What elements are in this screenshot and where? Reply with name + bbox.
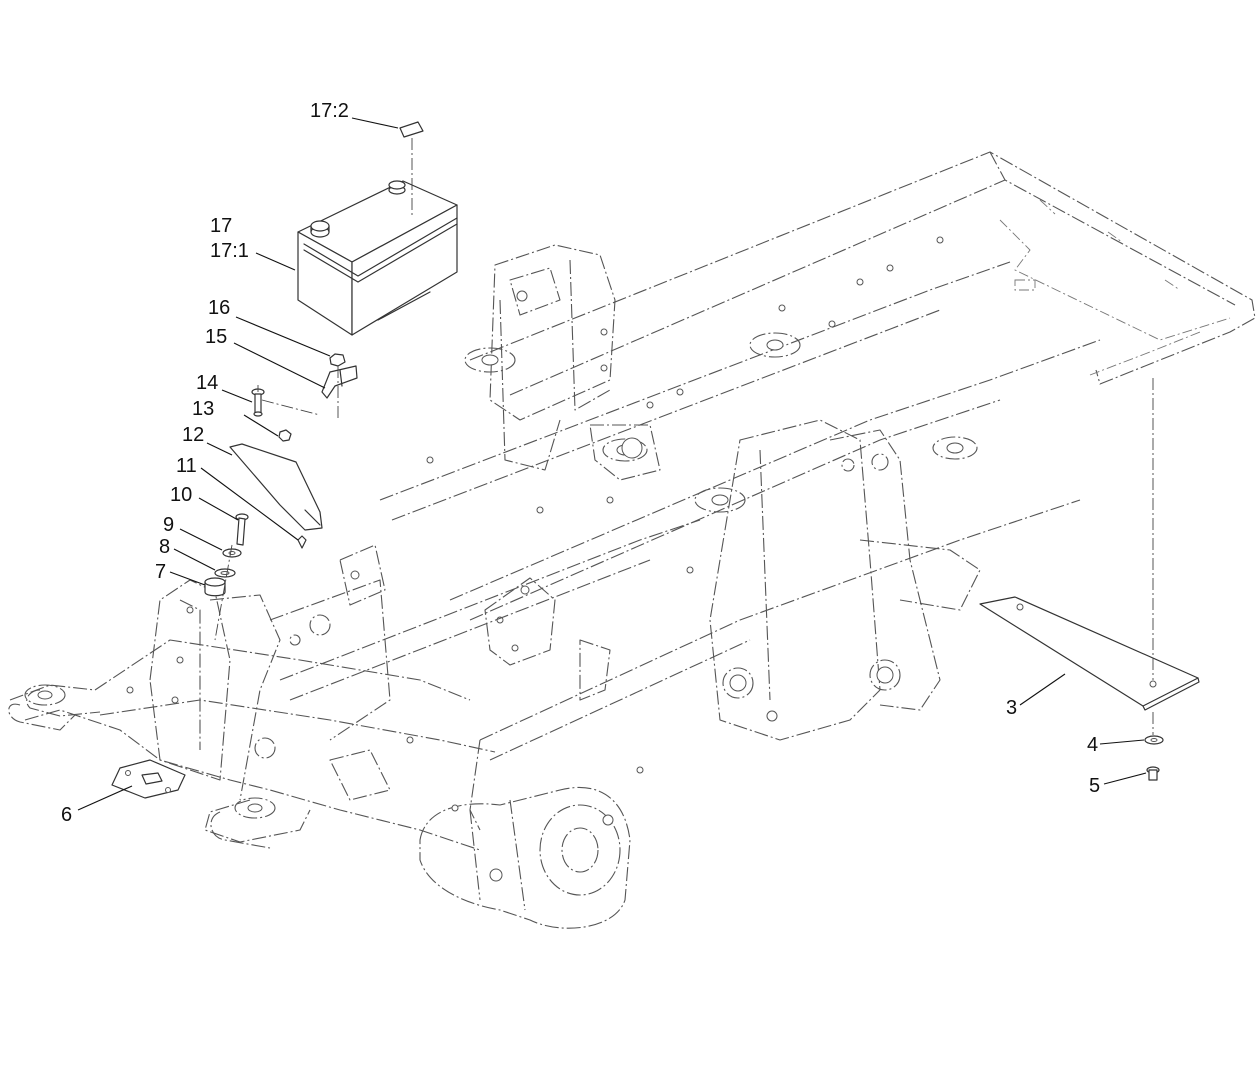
centerline-14: [257, 385, 321, 416]
bolt-10: [235, 513, 249, 546]
callout-8: 8: [159, 536, 170, 558]
bushing-7: [204, 577, 226, 597]
bolt-5: [1146, 766, 1160, 781]
callout-7: 7: [155, 561, 166, 583]
callout-13: 13: [192, 398, 214, 420]
battery-label-decal: [399, 121, 424, 138]
callout-14: 14: [196, 372, 218, 394]
washer-9: [222, 548, 242, 558]
washer-8: [214, 568, 236, 578]
callout-12: 12: [182, 424, 204, 446]
callout-17-2: 17:2: [310, 100, 349, 122]
callout-4: 4: [1087, 734, 1098, 756]
nut-16: [329, 353, 346, 367]
battery-hold-down-15: [321, 365, 358, 399]
callout-15: 15: [205, 326, 227, 348]
nut-13: [278, 429, 292, 442]
washer-4: [1144, 735, 1164, 745]
callout-17-1: 17:1: [210, 240, 249, 262]
mounting-plate-6: [111, 759, 186, 799]
callout-labels: 17:2 17 17:1 16 15 14 13 12 11 10 9 8 7 …: [61, 100, 1100, 826]
callout-10: 10: [170, 484, 192, 506]
callout-3: 3: [1006, 697, 1017, 719]
cover-plate-12: [229, 443, 323, 531]
callout-16: 16: [208, 297, 230, 319]
pin-11: [297, 535, 307, 549]
bolt-14: [251, 388, 265, 417]
callout-9: 9: [163, 514, 174, 536]
leader-lines: [77, 117, 1147, 811]
battery: [297, 180, 458, 336]
panel-3: [979, 596, 1200, 711]
callout-5: 5: [1089, 775, 1100, 797]
callout-6: 6: [61, 804, 72, 826]
chassis-frame: [8, 151, 1256, 929]
callout-11: 11: [176, 455, 197, 477]
callout-17: 17: [210, 215, 232, 237]
centerline-7-10: [214, 544, 233, 641]
